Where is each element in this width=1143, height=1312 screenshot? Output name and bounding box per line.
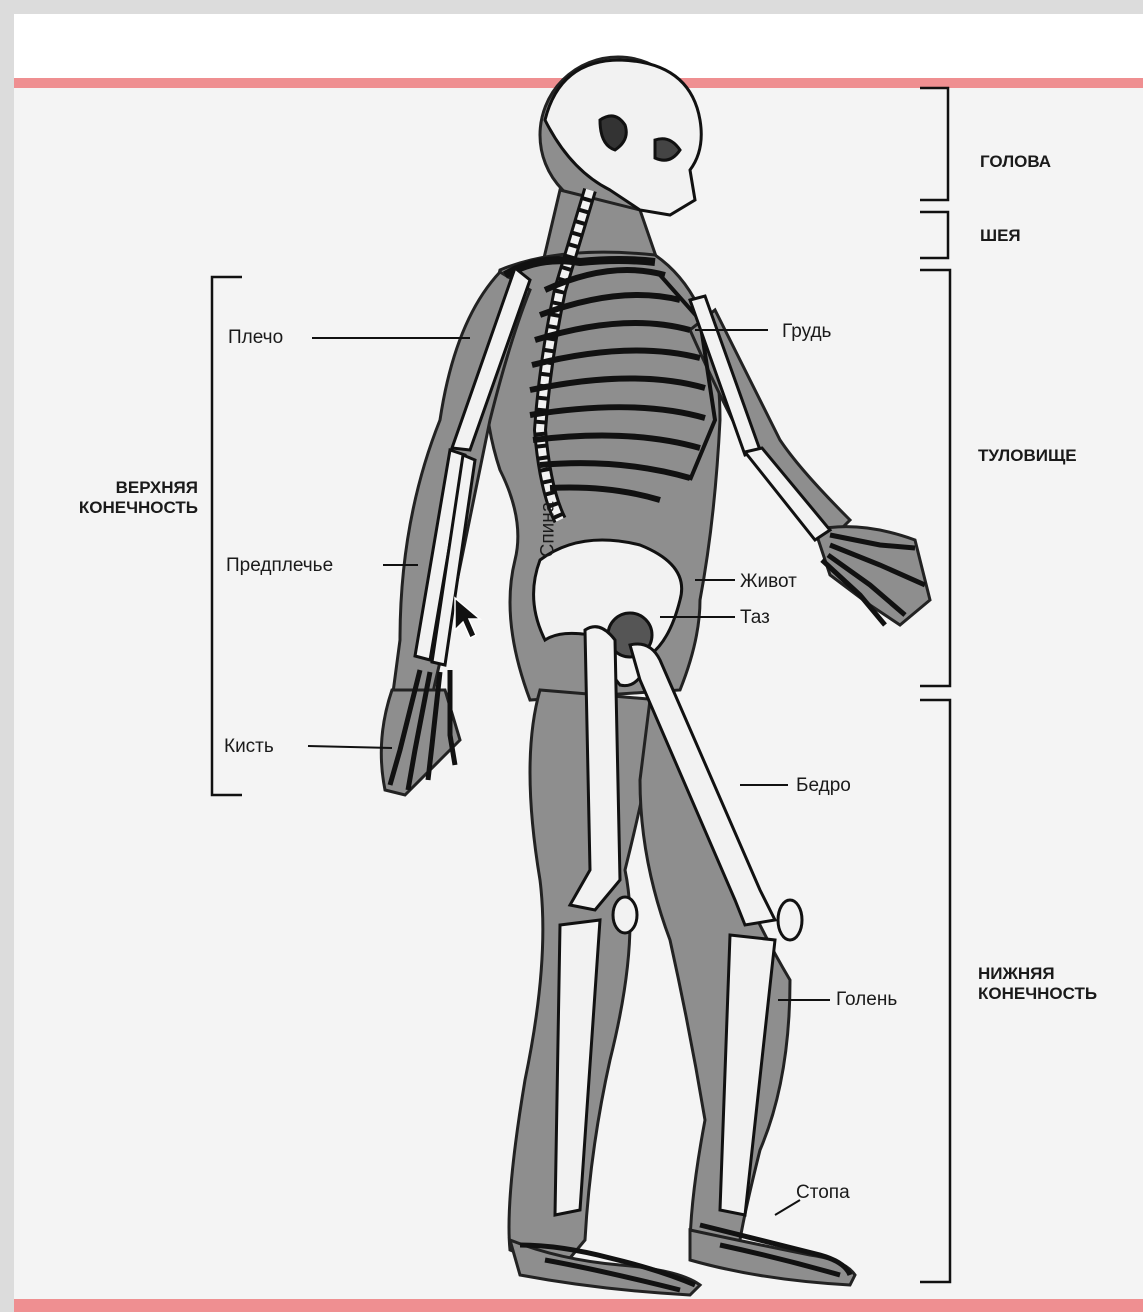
label-thigh: Бедро <box>796 776 851 795</box>
region-lower-limb-line1: НИЖНЯЯ <box>978 964 1097 984</box>
region-lower-limb-label: НИЖНЯЯ КОНЕЧНОСТЬ <box>978 964 1097 1005</box>
bracket-upper-limb <box>212 277 242 795</box>
label-pelvis: Таз <box>740 608 770 627</box>
mouse-cursor-icon <box>455 598 480 638</box>
label-forearm: Предплечье <box>226 556 333 575</box>
region-upper-limb-line2: КОНЕЧНОСТЬ <box>20 498 198 518</box>
label-foot: Стопа <box>796 1183 850 1202</box>
region-trunk-label: ТУЛОВИЩЕ <box>978 446 1077 466</box>
label-shoulder: Плечо <box>228 328 283 347</box>
label-shin: Голень <box>836 990 897 1009</box>
bracket-head <box>920 88 948 200</box>
label-back: Спина <box>538 502 557 558</box>
bracket-lower-limb <box>920 700 950 1282</box>
skeleton <box>390 60 925 1290</box>
bracket-trunk <box>920 270 950 686</box>
region-upper-limb-label: ВЕРХНЯЯ КОНЕЧНОСТЬ <box>20 478 198 519</box>
region-upper-limb-line1: ВЕРХНЯЯ <box>20 478 198 498</box>
bracket-neck <box>920 212 948 258</box>
label-abdomen: Живот <box>740 572 797 591</box>
region-head-label: ГОЛОВА <box>980 152 1051 172</box>
label-hand: Кисть <box>224 737 274 756</box>
label-chest: Грудь <box>782 322 831 341</box>
region-neck-label: ШЕЯ <box>980 226 1021 246</box>
region-lower-limb-line2: КОНЕЧНОСТЬ <box>978 984 1097 1004</box>
